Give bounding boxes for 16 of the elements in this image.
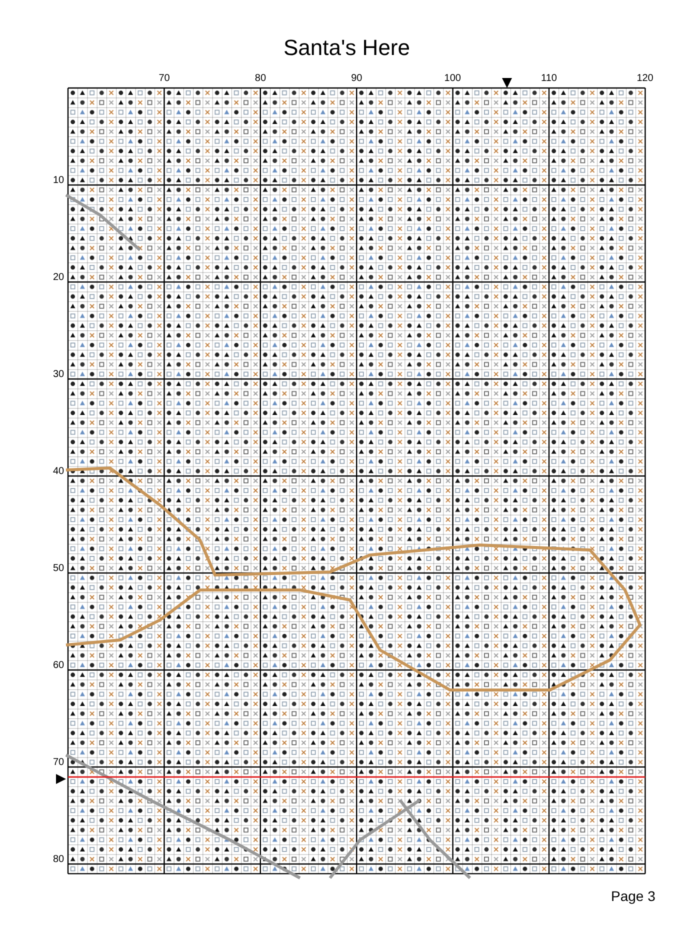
row-number: 80 bbox=[53, 854, 64, 865]
column-number: 110 bbox=[541, 72, 557, 84]
row-number: 60 bbox=[53, 660, 64, 671]
row-number: 40 bbox=[53, 466, 64, 477]
row-number: 50 bbox=[53, 562, 64, 574]
column-number: 80 bbox=[254, 72, 266, 84]
column-number: 70 bbox=[158, 72, 170, 84]
row-number: 30 bbox=[53, 368, 64, 380]
column-number: 90 bbox=[351, 72, 362, 84]
column-number: 100 bbox=[444, 72, 461, 84]
row-number: 10 bbox=[53, 174, 64, 186]
column-number: 120 bbox=[636, 72, 654, 84]
chart-title: Santa's Here bbox=[284, 35, 410, 61]
page-number: Page 3 bbox=[611, 888, 656, 904]
row-number: 20 bbox=[53, 272, 64, 283]
row-number: 70 bbox=[53, 756, 64, 768]
